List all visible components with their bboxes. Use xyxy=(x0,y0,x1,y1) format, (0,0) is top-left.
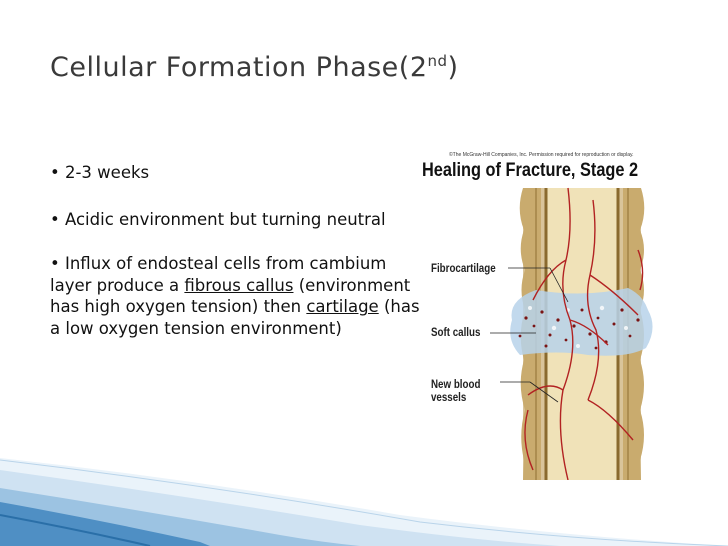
bullet-cell-influx: • Influx of endosteal cells from cambium… xyxy=(50,254,420,338)
fracture-healing-illustration xyxy=(490,187,653,480)
decorative-wave-footer xyxy=(0,458,728,546)
label-soft-callus: Soft callus xyxy=(431,327,481,339)
term-fibrous-callus: fibrous callus xyxy=(184,275,294,295)
bullet-environment: • Acidic environment but turning neutral xyxy=(50,210,386,229)
figure-credit: ©The McGraw-Hill Companies, Inc. Permiss… xyxy=(449,152,634,158)
term-cartilage: cartilage xyxy=(306,297,379,316)
title-superscript: nd xyxy=(427,52,448,70)
figure-title: Healing of Fracture, Stage 2 xyxy=(422,160,639,181)
label-fibrocartilage: Fibrocartilage xyxy=(431,263,496,275)
bullet-duration: • 2-3 weeks xyxy=(50,163,150,182)
slide-title: Cellular Formation Phase(2nd) xyxy=(50,52,459,83)
